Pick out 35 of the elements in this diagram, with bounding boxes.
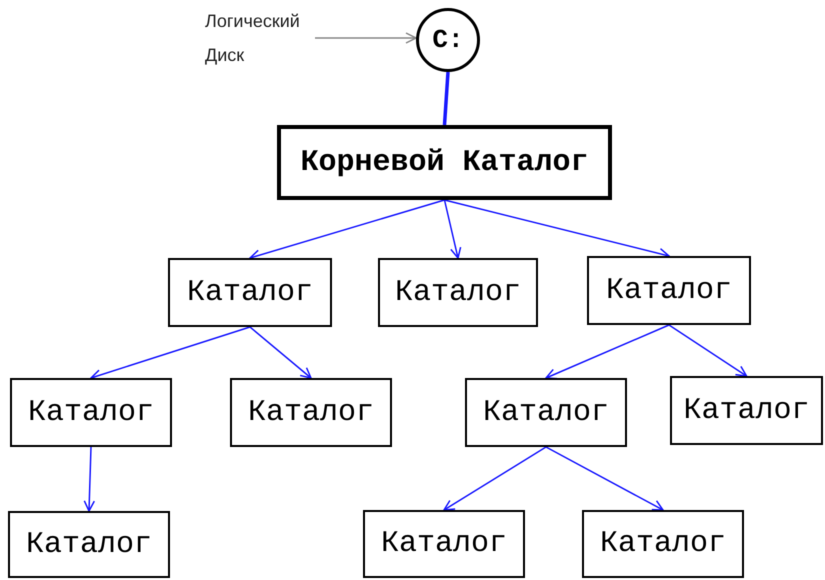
arrow [84,446,96,512]
arrow [250,326,312,379]
annotation-text: Логический Диск [205,10,301,67]
folder-name: Каталог [380,527,508,561]
folder-box [230,378,392,447]
folder-box [465,378,627,447]
folder-box [670,376,823,445]
arrow [249,199,445,261]
folder-box [582,510,744,578]
arrow [668,324,748,377]
folder-name: Корневой Каталог [300,146,589,180]
drive-letter: C: [432,25,464,55]
folder-name: Каталог [683,394,810,428]
folder-box [378,258,538,327]
folder-name: Каталог [26,528,152,562]
folder-name: Каталог [28,396,154,430]
arrow [90,326,250,380]
folder-box [363,510,525,578]
arrow [546,446,664,511]
root-folder-box [277,125,612,200]
arrow [444,200,462,259]
folder-name: Каталог [394,276,522,310]
folder-box [10,378,172,447]
folder-name: Каталог [606,274,732,308]
arrow [545,324,670,380]
folder-name: Каталог [482,396,610,430]
folder-name: Каталог [248,396,374,430]
folder-name: Каталог [186,276,314,310]
folder-box [8,511,170,578]
arrow [315,32,417,44]
arrow [443,446,546,511]
folder-box [587,256,751,325]
folder-box [168,258,332,327]
folder-name: Каталог [600,527,726,561]
connector-line [442,72,450,126]
